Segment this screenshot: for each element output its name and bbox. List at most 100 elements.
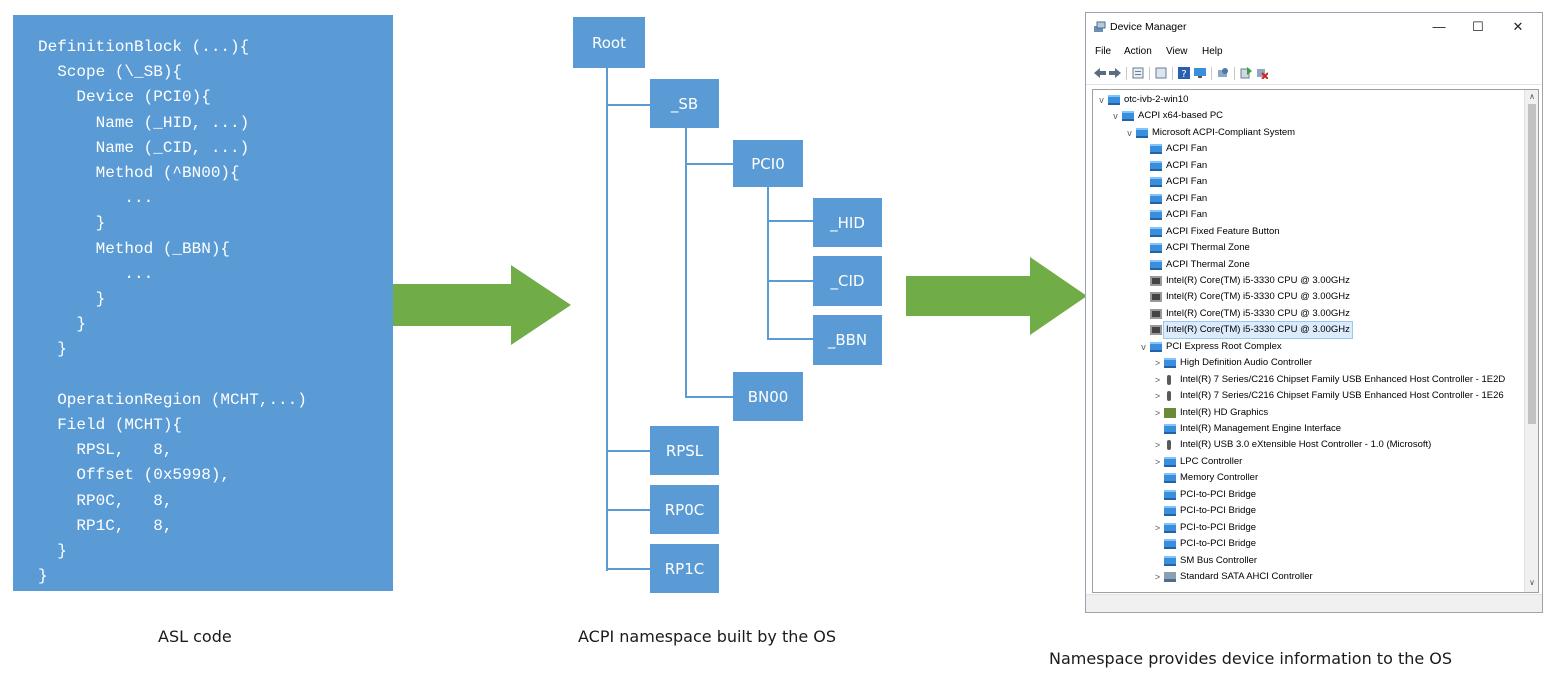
monitor-icon <box>1164 522 1176 533</box>
tree-row-label: ACPI Thermal Zone <box>1166 242 1250 254</box>
code-line: } <box>38 340 67 359</box>
monitor-icon <box>1150 259 1162 270</box>
code-line: Field (MCHT){ <box>38 416 183 434</box>
maximize-button[interactable]: ☐ <box>1472 19 1484 34</box>
tree-row[interactable]: PCI-to-PCI Bridge <box>1153 503 1538 519</box>
monitor-icon <box>1150 210 1162 221</box>
tree-row[interactable]: >Intel(R) 7 Series/C216 Chipset Family U… <box>1153 372 1538 388</box>
tree-row-label: Intel(R) USB 3.0 eXtensible Host Control… <box>1180 439 1432 451</box>
tree-row[interactable]: Intel(R) Core(TM) i5-3330 CPU @ 3.00GHz <box>1139 321 1538 340</box>
collapse-chevron-icon[interactable]: > <box>1154 440 1161 451</box>
tree-row[interactable]: > Intel(R) 7 Series/C216 Chipset Family U… <box>1153 388 1538 404</box>
close-button[interactable]: ✕ <box>1512 19 1524 34</box>
usb-icon <box>1167 391 1171 402</box>
expand-chevron-icon[interactable]: v <box>1113 111 1118 122</box>
tree-row[interactable]: ACPI Thermal Zone <box>1139 257 1538 273</box>
code-line: Name (_CID, ...) <box>38 138 250 157</box>
tree-connector <box>767 280 813 282</box>
update-driver-icon[interactable] <box>1240 67 1252 79</box>
tree-row-label: Intel(R) Core(TM) i5-3330 CPU @ 3.00GHz <box>1166 291 1350 303</box>
tree-row[interactable]: ACPI Fixed Feature Button <box>1139 224 1538 240</box>
tree-row[interactable]: ACPI Fan <box>1139 141 1538 157</box>
monitor-icon <box>1164 473 1176 484</box>
tree-row-label: Standard SATA AHCI Controller <box>1180 571 1313 583</box>
tree-row[interactable]: >LPC Controller <box>1153 454 1538 470</box>
asl-code-panel: DefinitionBlock (...){ Scope (\_SB){ Dev… <box>13 15 393 591</box>
collapse-chevron-icon[interactable]: > <box>1154 572 1161 583</box>
svg-text:?: ? <box>1181 69 1186 79</box>
menu-file[interactable]: File <box>1095 46 1112 57</box>
monitor-icon[interactable] <box>1194 67 1206 79</box>
code-line: ... <box>38 189 154 208</box>
menu-action[interactable]: Action <box>1124 46 1152 57</box>
collapse-chevron-icon[interactable]: > <box>1154 391 1161 402</box>
tree-row[interactable]: > Intel(R) USB 3.0 eXtensible Host Contro… <box>1153 437 1538 453</box>
collapse-chevron-icon[interactable]: > <box>1154 407 1161 418</box>
tree-row[interactable]: Intel(R) Core(TM) i5-3330 CPU @ 3.00GHz <box>1139 289 1538 305</box>
monitor-icon <box>1150 193 1162 204</box>
menu-view[interactable]: View <box>1166 46 1188 57</box>
expand-chevron-icon[interactable]: v <box>1099 95 1104 105</box>
monitor-icon <box>1164 424 1176 434</box>
show-hidden-icon[interactable] <box>1155 67 1167 79</box>
tree-row[interactable]: ACPI Fan <box>1139 174 1538 190</box>
back-arrow-icon[interactable] <box>1094 67 1106 79</box>
code-line: } <box>38 290 106 308</box>
tree-row[interactable]: ACPI Fan <box>1139 191 1538 207</box>
tree-row-label: Intel(R) 7 Series/C216 Chipset Family US… <box>1180 390 1504 402</box>
arrow-namespace-to-os <box>906 257 1087 335</box>
uninstall-device-icon[interactable] <box>1256 67 1268 79</box>
disk-icon <box>1164 572 1176 583</box>
tree-row[interactable]: SM Bus Controller <box>1153 553 1538 569</box>
collapse-chevron-icon[interactable]: > <box>1154 522 1161 533</box>
scroll-up-arrow-icon[interactable]: ∧ <box>1529 92 1535 101</box>
toolbar-separator <box>1149 67 1150 80</box>
tree-row[interactable]: >High Definition Audio Controller <box>1153 355 1538 371</box>
forward-arrow-icon[interactable] <box>1109 67 1121 79</box>
tree-row[interactable]: Memory Controller <box>1153 470 1538 486</box>
collapse-chevron-icon[interactable]: > <box>1154 456 1161 467</box>
code-line: Method (^BN00){ <box>38 164 240 182</box>
tree-row[interactable]: ACPI Thermal Zone <box>1139 240 1538 256</box>
collapse-chevron-icon[interactable]: > <box>1154 358 1161 369</box>
tree-connector <box>606 450 650 452</box>
help-icon[interactable]: ? <box>1178 67 1190 79</box>
menu-help[interactable]: Help <box>1202 46 1223 57</box>
vertical-scrollbar[interactable]: ∧ ∨ <box>1524 90 1538 592</box>
properties-icon[interactable] <box>1132 67 1144 79</box>
tree-row[interactable]: Intel(R) Core(TM) i5-3330 CPU @ 3.00GHz <box>1139 306 1538 322</box>
arrow-asl-to-namespace <box>393 265 571 345</box>
node-bbn: _BBN <box>813 315 882 365</box>
scroll-thumb[interactable] <box>1528 104 1536 424</box>
tree-row[interactable]: PCI-to-PCI Bridge <box>1153 487 1538 503</box>
monitor-icon <box>1150 243 1162 254</box>
tree-row[interactable]: >PCI-to-PCI Bridge <box>1153 520 1538 536</box>
tree-row[interactable]: Intel(R) Management Engine Interface <box>1153 421 1538 437</box>
monitor-icon <box>1164 539 1176 550</box>
tree-row[interactable]: Intel(R) Core(TM) i5-3330 CPU @ 3.00GHz <box>1139 273 1538 289</box>
minimize-button[interactable]: — <box>1432 19 1446 34</box>
toolbar-separator <box>1172 67 1173 80</box>
collapse-chevron-icon[interactable]: > <box>1154 374 1161 385</box>
tree-row[interactable]: ACPI Fan <box>1139 158 1538 174</box>
expand-chevron-icon[interactable]: v <box>1127 127 1132 138</box>
tree-row-label: ACPI Fan <box>1166 176 1208 188</box>
tree-row[interactable]: PCI-to-PCI Bridge <box>1153 536 1538 552</box>
code-line: RP0C, 8, <box>38 491 173 510</box>
tree-row-label: Memory Controller <box>1180 472 1259 484</box>
cpu-icon <box>1150 292 1162 303</box>
tree-row[interactable]: > Standard SATA AHCI Controller <box>1153 569 1538 585</box>
scan-hardware-icon[interactable] <box>1217 67 1229 79</box>
tree-row[interactable]: >Intel(R) HD Graphics <box>1153 405 1538 421</box>
code-line: RPSL, 8, <box>38 441 173 460</box>
scroll-down-arrow-icon[interactable]: ∨ <box>1529 578 1535 587</box>
code-line: } <box>38 542 67 560</box>
window-titlebar[interactable]: Device Manager — ☐ ✕ <box>1086 13 1542 41</box>
tree-row[interactable]: ACPI Fan <box>1139 207 1538 223</box>
expand-chevron-icon[interactable]: v <box>1141 341 1146 352</box>
